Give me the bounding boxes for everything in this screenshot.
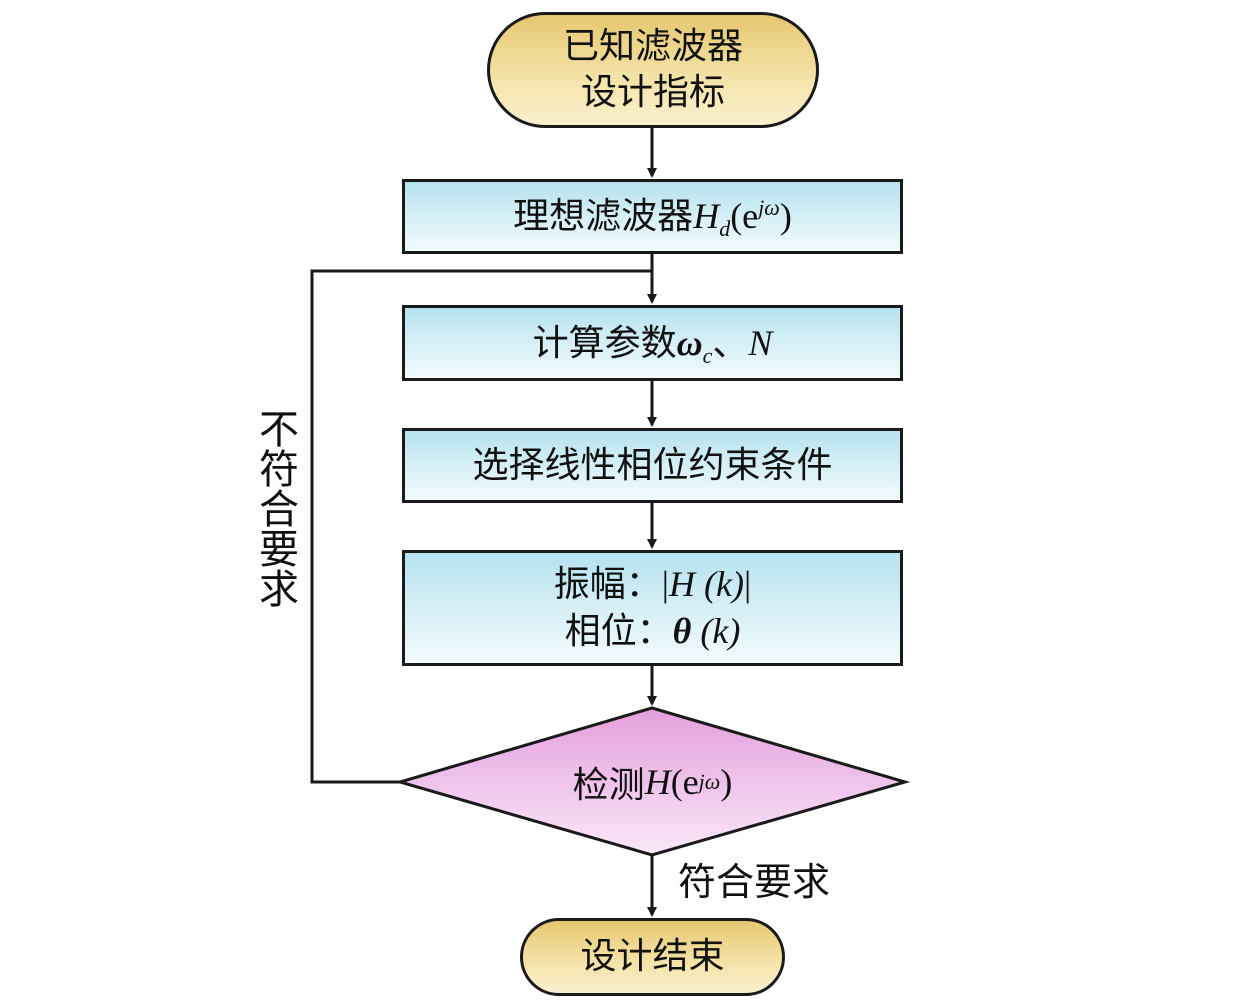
start-line-2: 设计指标 xyxy=(580,72,725,113)
feedback-loop-line xyxy=(310,269,652,784)
compute-params-box: 计算参数ωc、N xyxy=(402,305,903,381)
fail-label: 不符合要求 xyxy=(252,408,298,608)
phase-line: 相位：θ (k) xyxy=(564,611,741,652)
amp-phase-box: 振幅：|H (k)| 相位：θ (k) xyxy=(402,550,903,666)
pass-label: 符合要求 xyxy=(678,860,831,904)
amplitude-line: 振幅：|H (k)| xyxy=(553,564,752,605)
ideal-filter-label: 理想滤波器Hd(ejω) xyxy=(513,195,792,242)
ideal-filter-box: 理想滤波器Hd(ejω) xyxy=(402,179,903,254)
linear-phase-label: 选择线性相位约束条件 xyxy=(472,444,833,486)
compute-params-label: 计算参数ωc、N xyxy=(532,322,773,368)
start-terminal: 已知滤波器 设计指标 xyxy=(487,12,819,128)
end-terminal: 设计结束 xyxy=(520,918,785,996)
linear-phase-box: 选择线性相位约束条件 xyxy=(402,428,903,503)
end-label: 设计结束 xyxy=(580,936,725,977)
start-line-1: 已知滤波器 xyxy=(562,26,743,67)
